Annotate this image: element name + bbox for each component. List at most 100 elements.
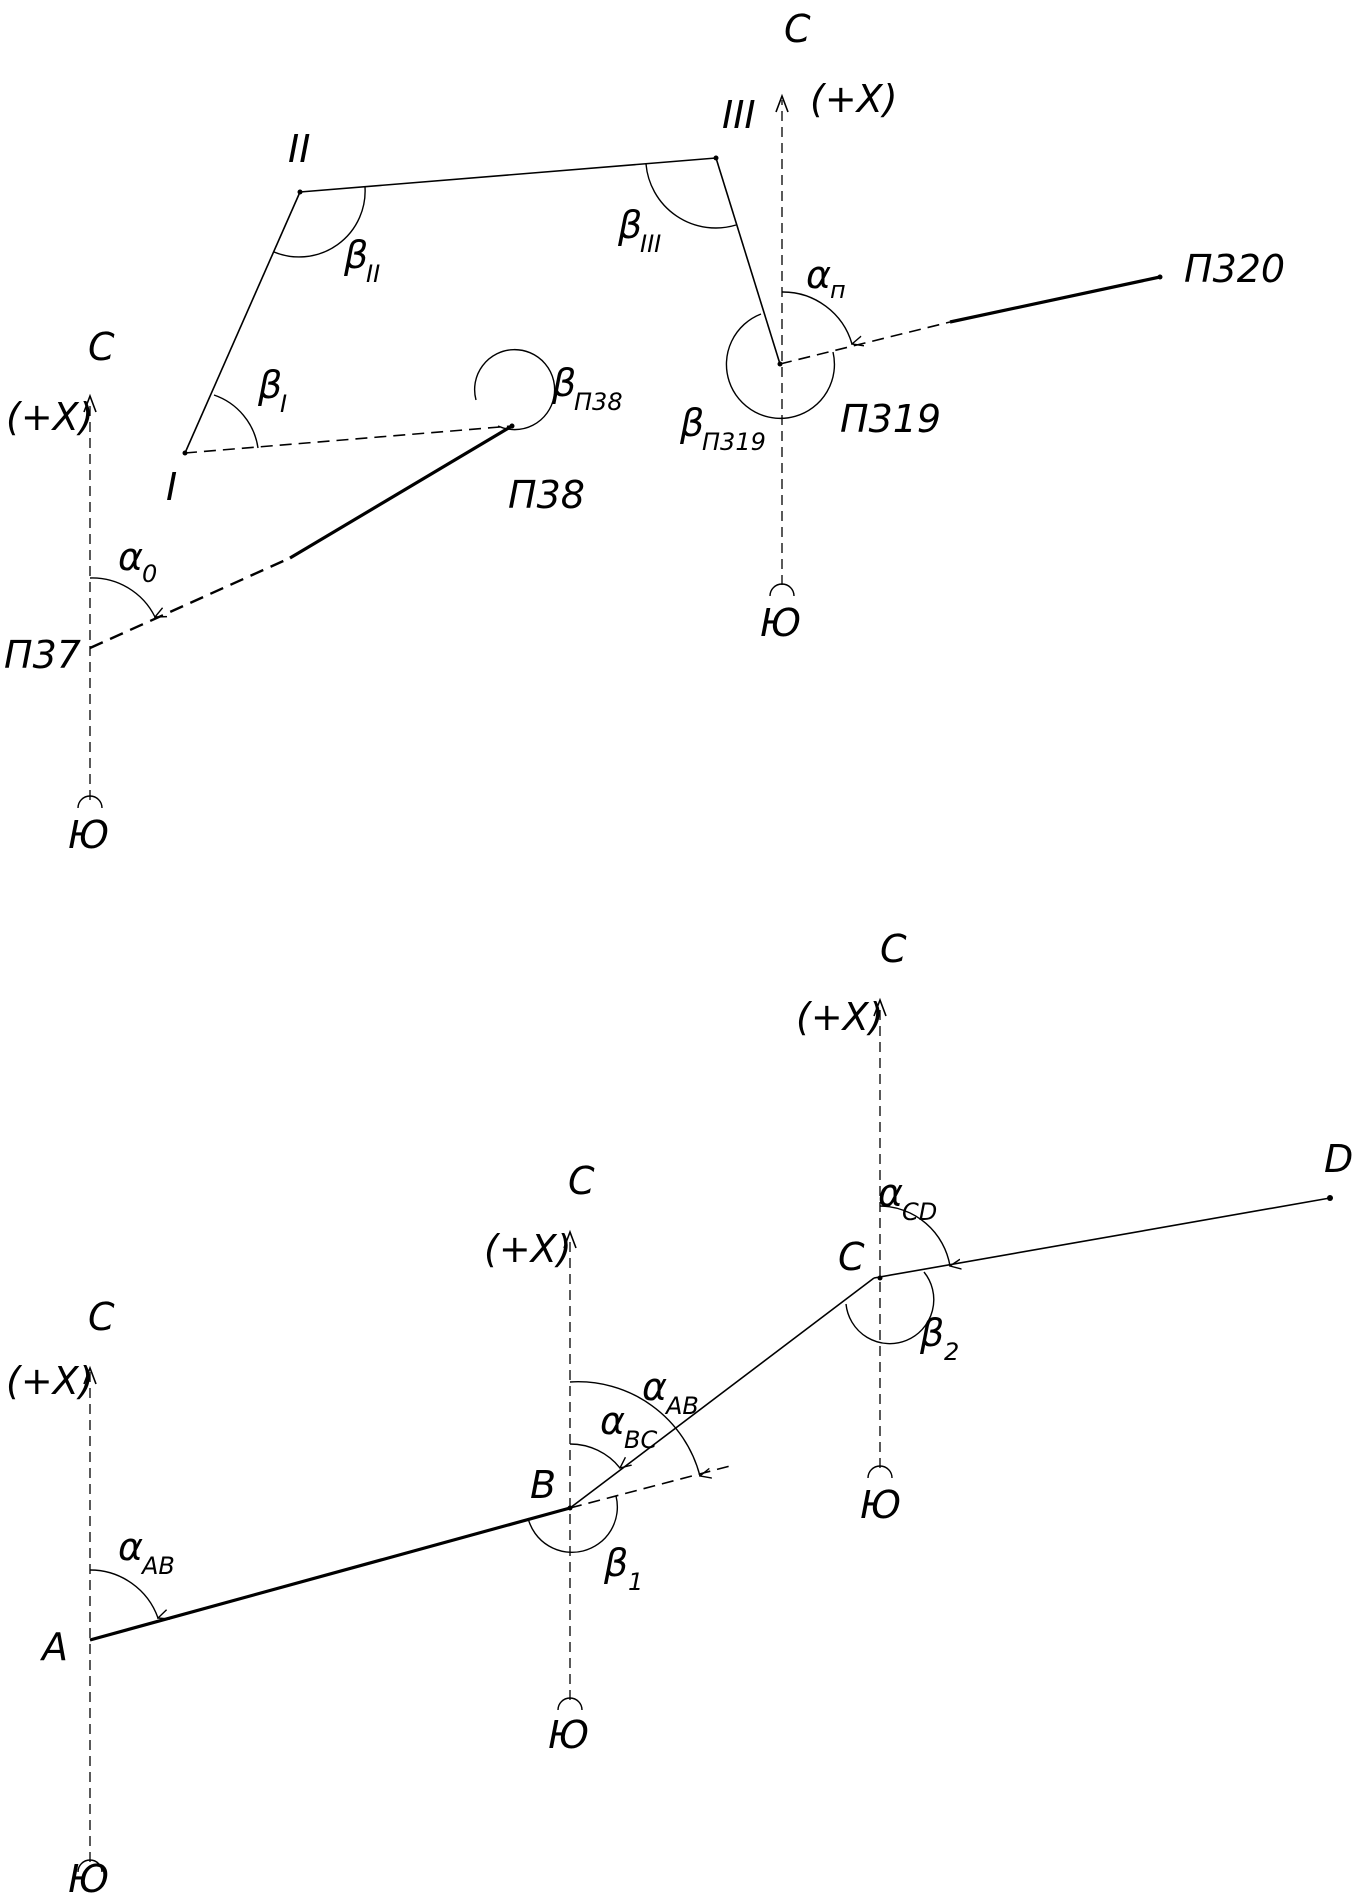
svg-text:CD: CD — [902, 1198, 937, 1226]
north-label: С — [88, 1295, 115, 1339]
point-i — [182, 450, 188, 456]
svg-text:α: α — [600, 1399, 625, 1443]
label-beta-i: β I — [257, 363, 287, 418]
svg-text:β: β — [257, 363, 282, 407]
svg-text:П319: П319 — [702, 428, 766, 456]
north-label: С — [880, 927, 907, 971]
alpha-ab-arc-a — [89, 1569, 158, 1618]
svg-text:β: β — [617, 203, 642, 247]
plus-x-label: (+X) — [810, 77, 898, 121]
svg-text:α: α — [806, 253, 831, 297]
label-i: I — [166, 465, 177, 509]
point-c — [877, 1275, 883, 1281]
south-label: Ю — [860, 1483, 901, 1527]
svg-text:AB: AB — [664, 1392, 699, 1420]
label-d: D — [1324, 1137, 1353, 1181]
svg-text:β: β — [551, 361, 576, 405]
plus-x-label: (+X) — [6, 1359, 94, 1403]
svg-text:п: п — [830, 276, 846, 304]
north-arrow — [775, 93, 789, 113]
line-i-ii — [184, 191, 301, 454]
svg-text:III: III — [640, 230, 661, 258]
svg-text:β: β — [603, 1541, 628, 1585]
line-i-p38 — [184, 425, 513, 454]
label-alpha-ab-a: α AB — [118, 1525, 175, 1580]
line-p37-p38-dashed — [89, 556, 291, 650]
svg-text:β: β — [343, 233, 368, 277]
line-c-d — [873, 1197, 1331, 1279]
beta-p38-arc — [473, 348, 556, 431]
svg-text:α: α — [118, 535, 143, 579]
svg-text:0: 0 — [142, 560, 157, 588]
line-iii-p319 — [715, 157, 781, 365]
south-label: Ю — [68, 813, 109, 857]
svg-text:I: I — [280, 390, 287, 418]
svg-text:1: 1 — [628, 1568, 643, 1596]
plus-x-label: (+X) — [796, 995, 884, 1039]
line-b-c — [569, 1277, 875, 1509]
svg-text:BC: BC — [624, 1426, 657, 1454]
line-p37-p38-solid — [289, 424, 513, 560]
label-beta-1: β 1 — [603, 1541, 643, 1596]
north-arrow — [83, 1365, 97, 1385]
top-traverse: С (+X) Ю С (+X) Ю — [4, 7, 1285, 857]
label-b: B — [530, 1463, 556, 1507]
south-label: Ю — [760, 601, 801, 645]
beta-p319-arc — [725, 313, 836, 420]
north-label: С — [88, 325, 115, 369]
alpha-cd-arc — [879, 1205, 950, 1266]
south-arc — [77, 795, 103, 809]
point-p319 — [777, 361, 783, 367]
label-alpha-ab-b: α AB — [642, 1365, 699, 1420]
line-p319-p320-dashed — [779, 321, 951, 365]
label-beta-iii: β III — [617, 203, 661, 258]
point-b — [567, 1505, 573, 1511]
beta-ii-arc — [273, 186, 366, 258]
svg-text:β: β — [919, 1311, 944, 1355]
svg-text:β: β — [679, 401, 704, 445]
meridian-p319: С (+X) Ю — [760, 7, 898, 645]
label-alpha-n: α п — [806, 253, 846, 304]
label-beta-p38: β П38 — [551, 361, 623, 416]
south-arc — [867, 1465, 893, 1479]
meridian-p37: С (+X) Ю — [6, 325, 115, 857]
beta-1-arc — [527, 1495, 619, 1554]
south-arc — [769, 583, 795, 597]
label-iii: III — [722, 93, 756, 137]
label-beta-p319: β П319 — [679, 401, 766, 456]
svg-text:α: α — [878, 1171, 903, 1215]
meridian-a: С (+X) Ю — [6, 1295, 115, 1897]
south-arc — [557, 1697, 583, 1711]
meridian-c: С (+X) Ю — [796, 927, 907, 1527]
south-arc — [77, 1859, 103, 1873]
label-c: C — [838, 1235, 865, 1279]
svg-text:II: II — [366, 260, 380, 288]
label-beta-ii: β II — [343, 233, 380, 288]
alpha-bc-arc — [569, 1443, 620, 1468]
label-p320: П320 — [1184, 247, 1285, 291]
label-a: A — [39, 1625, 68, 1669]
alpha-n-arc — [781, 291, 852, 344]
label-p38: П38 — [508, 473, 585, 517]
alpha-ab-arc-b — [569, 1381, 700, 1476]
north-label: С — [568, 1159, 595, 1203]
label-alpha-bc: α BC — [600, 1399, 657, 1454]
svg-text:AB: AB — [140, 1552, 175, 1580]
line-ii-iii — [299, 157, 717, 193]
alpha-0-arc — [89, 577, 155, 617]
beta-i-arc — [213, 394, 259, 449]
svg-text:α: α — [642, 1365, 667, 1409]
line-ab-extension — [569, 1465, 731, 1509]
svg-text:2: 2 — [944, 1338, 959, 1366]
south-label: Ю — [548, 1713, 589, 1757]
plus-x-label: (+X) — [6, 395, 94, 439]
point-iii — [713, 155, 719, 161]
north-arrow — [83, 393, 97, 413]
label-p319: П319 — [840, 397, 941, 441]
point-d — [1327, 1195, 1333, 1201]
svg-text:П38: П38 — [574, 388, 623, 416]
beta-iii-arc — [645, 163, 737, 229]
bottom-traverse: С (+X) Ю С (+X) Ю С (+X) Ю — [6, 927, 1353, 1897]
plus-x-label: (+X) — [484, 1227, 572, 1271]
